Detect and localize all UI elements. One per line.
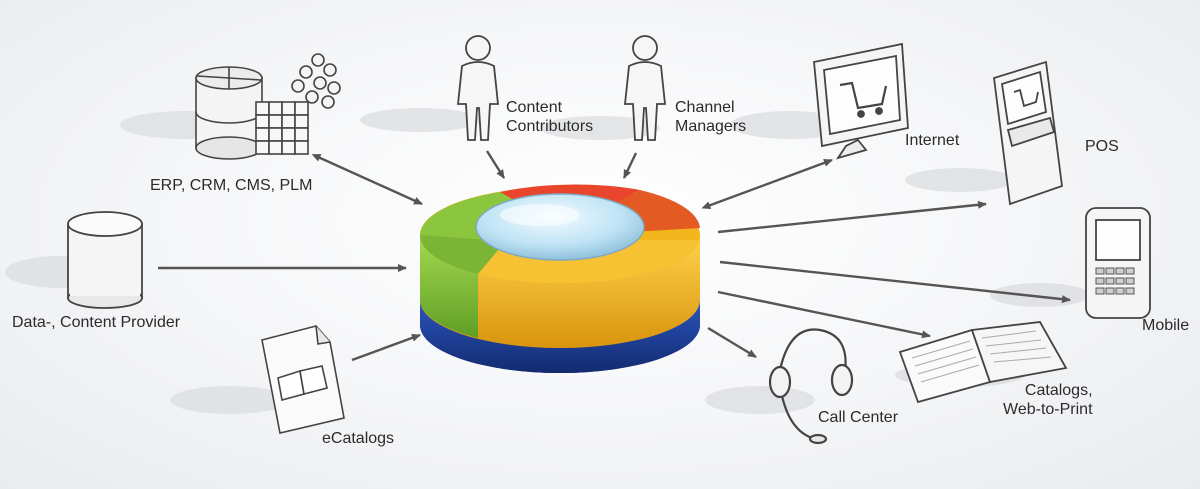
label-internet: Internet (905, 132, 960, 149)
label-channel-managers: Channel Managers (675, 99, 747, 135)
label-pos: POS (1085, 138, 1119, 155)
arrow-internet (701, 158, 833, 210)
arrow-pos (717, 200, 987, 234)
label-mobile: Mobile (1142, 317, 1190, 334)
pos-kiosk-icon (993, 60, 1063, 206)
label-data-content-provider: Data-, Content Provider (12, 314, 181, 331)
hub-top-yellow (478, 240, 700, 284)
catalog-open-book-icon (898, 321, 1068, 404)
arrow-catalogs (717, 290, 931, 339)
ecatalog-document-icon (261, 325, 345, 434)
data-provider-cylinder-icon (67, 211, 143, 309)
central-hub (419, 184, 700, 373)
arrow-mobile (719, 260, 1071, 304)
label-content-contributors: Content Contributors (506, 99, 594, 135)
erp-database-icon (195, 53, 341, 160)
channel-manager-person-icon (624, 35, 666, 141)
mobile-phone-icon (1085, 207, 1151, 319)
arrow-channel-managers (622, 152, 638, 179)
arrow-erp (311, 154, 423, 206)
internet-monitor-icon (813, 42, 909, 160)
call-center-headset-icon (768, 328, 854, 445)
label-call-center: Call Center (818, 409, 899, 426)
hub-dome (475, 193, 645, 261)
content-contributor-person-icon (457, 35, 499, 141)
label-catalogs-web-to-print: Catalogs, Web-to-Print (1003, 382, 1093, 418)
arrow-ecatalogs (351, 333, 421, 362)
arrow-content-contributors (485, 150, 506, 179)
label-erp-crm-cms-plm: ERP, CRM, CMS, PLM (150, 177, 313, 194)
label-ecatalogs: eCatalogs (322, 430, 395, 447)
connector-arrows (158, 150, 1071, 362)
arrow-call-center (707, 326, 757, 359)
